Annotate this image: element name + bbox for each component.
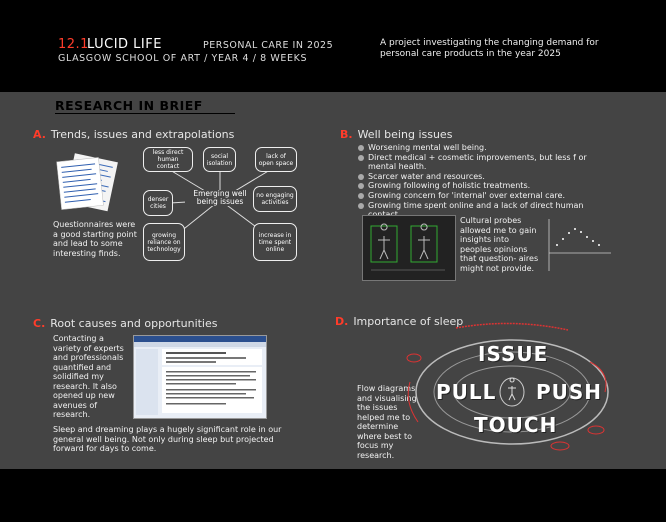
section-d-heading: D. Importance of sleep xyxy=(335,315,463,328)
section-b-letter: B. xyxy=(340,128,353,141)
bubble-denser-cities: denser cities xyxy=(143,190,173,216)
section-d-letter: D. xyxy=(335,315,349,328)
bubble-engaging-activities: no engaging activities xyxy=(253,186,297,212)
email-screenshot-image xyxy=(133,335,267,419)
probe-chart-image xyxy=(543,215,613,277)
bubble-time-online: increase in time spent online xyxy=(253,223,297,261)
research-title-underline xyxy=(55,113,235,114)
section-c-title: Root causes and opportunities xyxy=(50,317,218,330)
word-issue: ISSUE xyxy=(478,342,549,366)
bubble-technology: growing reliance on technology xyxy=(143,223,185,261)
bubble-human-contact: less direct human contact xyxy=(143,147,193,172)
bubble-open-space: lack of open space xyxy=(255,147,297,172)
research-panel xyxy=(0,92,666,469)
word-touch: TOUCH xyxy=(474,413,558,437)
project-school: GLASGOW SCHOOL OF ART / YEAR 4 / 8 WEEKS xyxy=(58,53,308,64)
section-c-letter: C. xyxy=(33,317,46,330)
list-item: Growing following of holistic treatments… xyxy=(358,181,613,191)
list-item: Direct medical + cosmetic improvements, … xyxy=(358,153,613,172)
section-a-letter: A. xyxy=(33,128,46,141)
section-b-title: Well being issues xyxy=(357,128,453,141)
project-number: 12.1 xyxy=(58,37,89,52)
project-subtitle: PERSONAL CARE IN 2025 xyxy=(203,40,334,51)
section-d-title: Importance of sleep xyxy=(353,315,464,328)
list-item: Growing concern for 'internal' over exte… xyxy=(358,191,613,201)
flow-diagram xyxy=(406,322,609,451)
section-a-caption: Questionnaires were a good starting poin… xyxy=(53,220,137,258)
section-c-caption: Contacting a variety of experts and prof… xyxy=(53,334,124,419)
section-c-heading: C. Root causes and opportunities xyxy=(33,317,218,330)
section-b-caption: Cultural probes allowed me to gain insig… xyxy=(460,216,539,273)
list-item: Worsening mental well being. xyxy=(358,143,613,153)
project-description: A project investigating the changing dem… xyxy=(380,38,599,59)
section-a-title: Trends, issues and extrapolations xyxy=(50,128,235,141)
list-item: Scarcer water and resources. xyxy=(358,172,613,182)
word-pull: PULL xyxy=(436,380,497,404)
project-title: LUCID LIFE xyxy=(87,37,162,52)
section-b-heading: B. Well being issues xyxy=(340,128,452,141)
questionnaire-image xyxy=(55,153,120,212)
word-push: PUSH xyxy=(536,380,603,404)
mindmap-center: Emerging well being issues xyxy=(185,190,255,206)
cultural-probe-image xyxy=(362,215,456,281)
section-d-caption: Flow diagrams and visualising the issues… xyxy=(357,384,417,460)
section-c-paragraph: Sleep and dreaming plays a hugely signif… xyxy=(53,425,282,453)
list-item: Growing time spent online and a lack of … xyxy=(358,201,613,220)
wellbeing-list: Worsening mental well being. Direct medi… xyxy=(358,143,613,220)
bubble-social-isolation: social isolation xyxy=(203,147,236,172)
section-a-heading: A. Trends, issues and extrapolations xyxy=(33,128,234,141)
research-title: RESEARCH IN BRIEF xyxy=(55,98,203,113)
